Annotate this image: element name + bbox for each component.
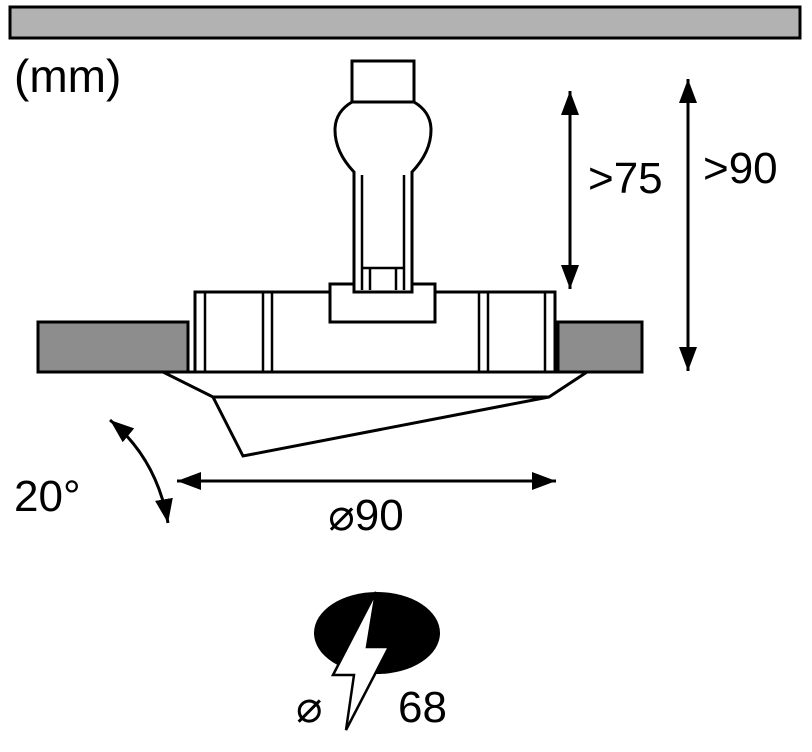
trim-ring [162,370,593,399]
ceiling-bar [8,5,802,40]
connector-plug [350,59,416,104]
cutout-diameter-value: 68 [398,683,447,732]
tilt-angle-arc-arrow [109,418,173,524]
tilted-lamp-face [210,395,550,458]
dim-recess-depth-label: >75 [588,154,663,203]
tilt-angle: 20° [14,418,173,524]
cutout-diameter-symbol: ⌀ [296,683,323,732]
units-label: (mm) [14,50,121,102]
lightning-bolt-icon [330,591,392,731]
tilt-angle-label: 20° [14,472,81,521]
dim-recess-depth: >75 [561,91,663,289]
luminaire-cross-section [36,59,644,458]
dim-outer-diameter: ⌀90 [177,472,556,540]
cutout-hole-symbol: ⌀ 68 [296,591,447,732]
ceiling-cut-right [556,320,644,374]
connector-housing [333,100,433,294]
dim-install-height: >90 [679,79,778,371]
dim-outer-diameter-label: ⌀90 [328,491,403,540]
dim-install-height-label: >90 [703,144,778,193]
ceiling-cut-left [36,320,190,374]
